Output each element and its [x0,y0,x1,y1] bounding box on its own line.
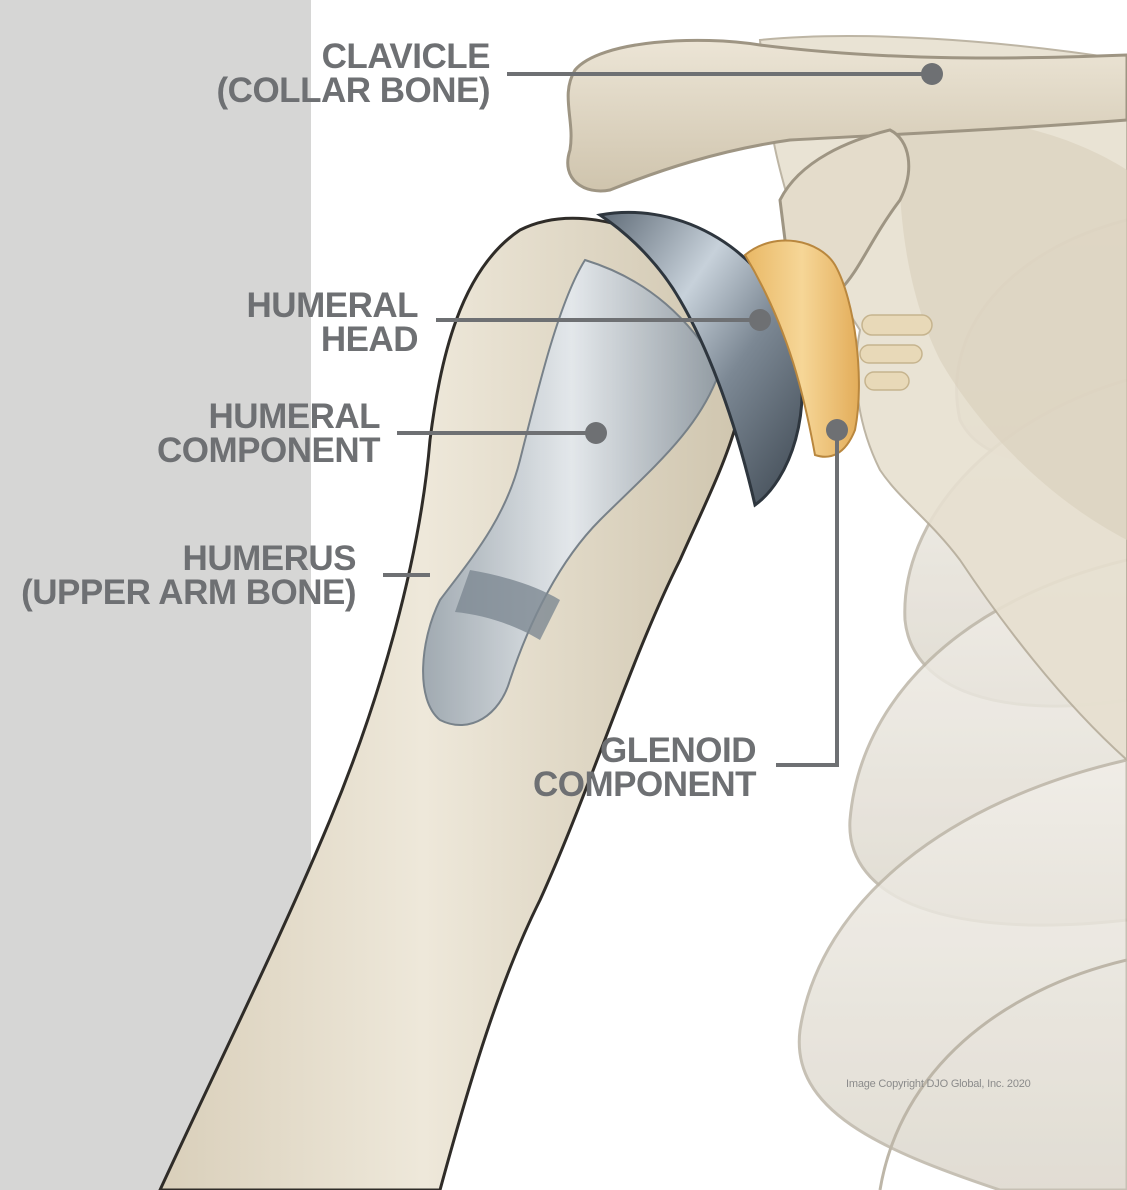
glenoid-component-leader [776,430,837,765]
humerus-label: HUMERUS (UPPER ARM BONE) [8,542,356,610]
glenoid-component-label-line2: COMPONENT [510,768,756,802]
humerus-label-line1: HUMERUS [8,542,356,576]
copyright-credit: Image Copyright DJO Global, Inc. 2020 [846,1078,1031,1090]
humerus-label-line2: (UPPER ARM BONE) [8,576,356,610]
humeral-component-label: HUMERAL COMPONENT [140,400,380,468]
glenoid-component-label: GLENOID COMPONENT [510,734,756,802]
humeral-head-label: HUMERAL HEAD [200,289,418,357]
clavicle-label-line1: CLAVICLE [210,40,490,74]
clavicle-label-line2: (COLLAR BONE) [210,74,490,108]
humeral-component-label-line2: COMPONENT [140,434,380,468]
humeral-head-label-line1: HUMERAL [200,289,418,323]
humeral-component-label-line1: HUMERAL [140,400,380,434]
clavicle-label: CLAVICLE (COLLAR BONE) [210,40,490,108]
humeral-head-label-line2: HEAD [200,323,418,357]
glenoid-component-label-line1: GLENOID [510,734,756,768]
